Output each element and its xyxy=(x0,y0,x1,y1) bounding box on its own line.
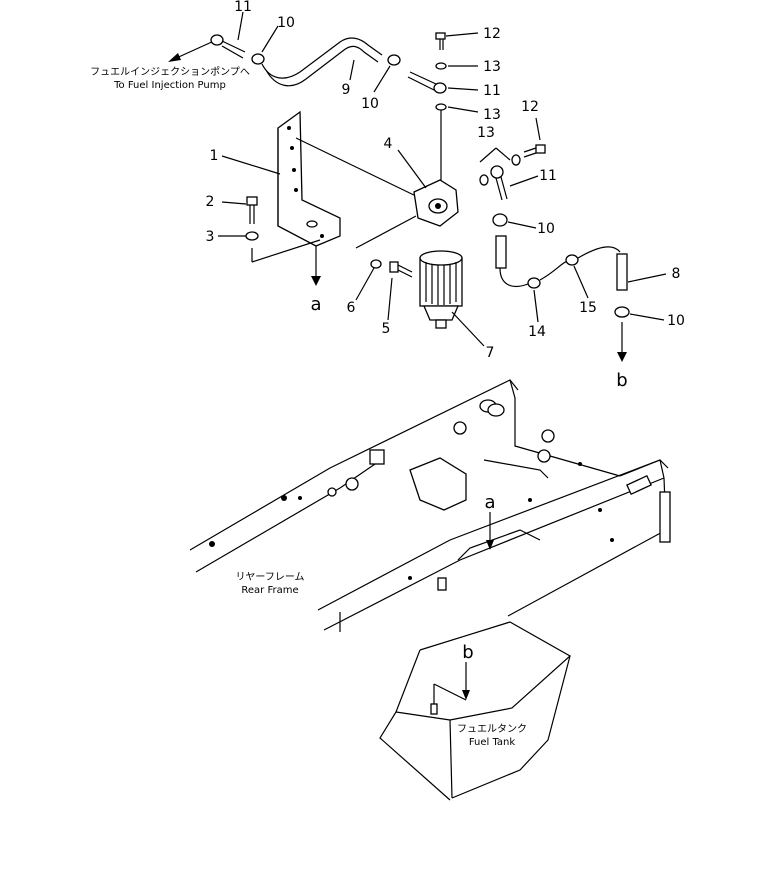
right-fittings xyxy=(479,144,630,362)
callout-2: 2 xyxy=(206,194,215,210)
callout-10: 10 xyxy=(667,313,685,329)
hose-clamp xyxy=(251,53,265,65)
bolt-and-washer-lower xyxy=(370,259,413,278)
callout-12: 12 xyxy=(483,26,501,42)
callout-12: 12 xyxy=(521,99,539,115)
banjo-fitting-top xyxy=(210,34,224,46)
callout-3: 3 xyxy=(206,229,215,245)
ref-letter-a: a xyxy=(310,294,321,315)
rear-frame xyxy=(189,379,671,632)
callout-13: 13 xyxy=(477,125,495,141)
leader-lines xyxy=(218,11,667,347)
part-labels: フュエルインジェクションポンプへ To Fuel Injection Pump … xyxy=(90,66,527,748)
callout-numbers: 11 10 9 10 12 13 11 13 12 13 11 10 1 4 2… xyxy=(206,0,685,361)
callout-8: 8 xyxy=(672,266,681,282)
callout-4: 4 xyxy=(384,136,393,152)
tank-label-jp: フュエルタンク xyxy=(457,723,527,735)
callout-10: 10 xyxy=(537,221,555,237)
callout-9: 9 xyxy=(342,82,351,98)
ref-letter-b: b xyxy=(616,370,627,391)
callout-7: 7 xyxy=(486,345,495,361)
fuel-tank xyxy=(379,621,572,801)
frame-label-en: Rear Frame xyxy=(241,585,298,596)
pump-label-en: To Fuel Injection Pump xyxy=(113,80,226,91)
callout-13: 13 xyxy=(483,59,501,75)
callout-10: 10 xyxy=(361,96,379,112)
frame-ref-letter-a: a xyxy=(484,492,495,513)
frame-label-jp: リヤーフレーム xyxy=(235,571,304,583)
reference-letters: a b a b xyxy=(310,294,627,663)
callout-11: 11 xyxy=(483,83,501,99)
callout-1: 1 xyxy=(210,148,219,164)
fuel-filter-cartridge xyxy=(419,250,463,329)
tank-label-en: Fuel Tank xyxy=(469,737,516,748)
callout-5: 5 xyxy=(382,321,391,337)
tank-ref-letter-b: b xyxy=(462,642,473,663)
upper-fuel-line-assembly xyxy=(168,32,447,185)
callout-11: 11 xyxy=(539,168,557,184)
callout-6: 6 xyxy=(347,300,356,316)
callout-15: 15 xyxy=(579,300,597,316)
callout-10: 10 xyxy=(277,15,295,31)
callout-11: 11 xyxy=(234,0,252,15)
bolt-and-washer xyxy=(245,196,259,241)
pump-label-jp: フュエルインジェクションポンプへ xyxy=(90,66,250,78)
mounting-bracket xyxy=(251,110,421,286)
filter-head xyxy=(355,179,459,249)
callout-14: 14 xyxy=(528,324,546,340)
callout-13: 13 xyxy=(483,107,501,123)
hose-clamp xyxy=(387,54,401,66)
